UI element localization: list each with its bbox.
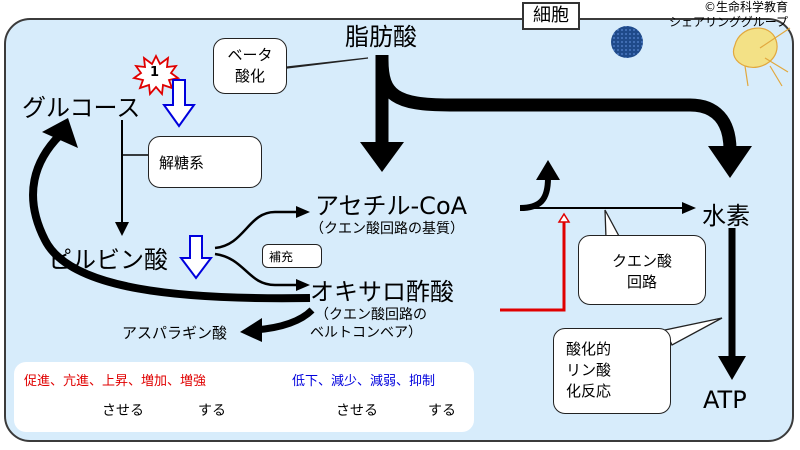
fatty-acid-label: 脂肪酸 xyxy=(345,23,417,51)
glucose-label: グルコース xyxy=(22,94,141,122)
replenish-callout: 補充 xyxy=(262,244,322,268)
pyruvate-decrease-icon xyxy=(179,235,213,280)
legend-promote-cause: させる xyxy=(102,403,144,419)
cell-label: 細胞 xyxy=(522,2,580,30)
oxaloacetate-note-2: ベルトコンベア） xyxy=(310,325,422,341)
legend-suppress-cause: させる xyxy=(336,403,378,419)
legend-suppress-do: する xyxy=(428,403,456,419)
legend-panel xyxy=(14,362,474,432)
citric-cycle-callout: クエン酸 回路 xyxy=(578,235,706,305)
glycolysis-callout: 解糖系 xyxy=(148,136,262,188)
legend-promote-terms: 促進、亢進、上昇、増加、増強 xyxy=(24,374,207,389)
pyruvate-label: ピルビン酸 xyxy=(48,246,168,274)
glucose-decrease-icon xyxy=(162,79,196,128)
starburst-number: 1 xyxy=(150,65,160,80)
oxphos-callout: 酸化的 リン酸 化反応 xyxy=(553,328,671,414)
acetyl-coa-note: （クエン酸回路の基質） xyxy=(310,221,464,237)
cell-mascot-icon xyxy=(732,27,791,87)
copyright: ©生命科学教育 シェアリンググループ xyxy=(668,0,788,29)
asparagine-label: アスパラギン酸 xyxy=(122,324,228,342)
acetyl-coa-label: アセチル-CoA xyxy=(315,192,468,220)
oxaloacetate-note-1: （クエン酸回路の xyxy=(315,307,427,323)
beta-oxidation-callout: ベータ 酸化 xyxy=(213,38,287,94)
starburst-icon xyxy=(131,53,181,97)
organelle-sphere xyxy=(611,26,643,58)
hydrogen-label: 水素 xyxy=(702,202,750,230)
promote-arrow xyxy=(500,222,566,312)
legend-suppress-terms: 低下、減少、減弱、抑制 xyxy=(292,374,436,389)
oxaloacetate-label: オキサロ酢酸 xyxy=(310,278,454,306)
legend-promote-do: する xyxy=(198,403,226,419)
atp-label: ATP xyxy=(703,386,747,414)
